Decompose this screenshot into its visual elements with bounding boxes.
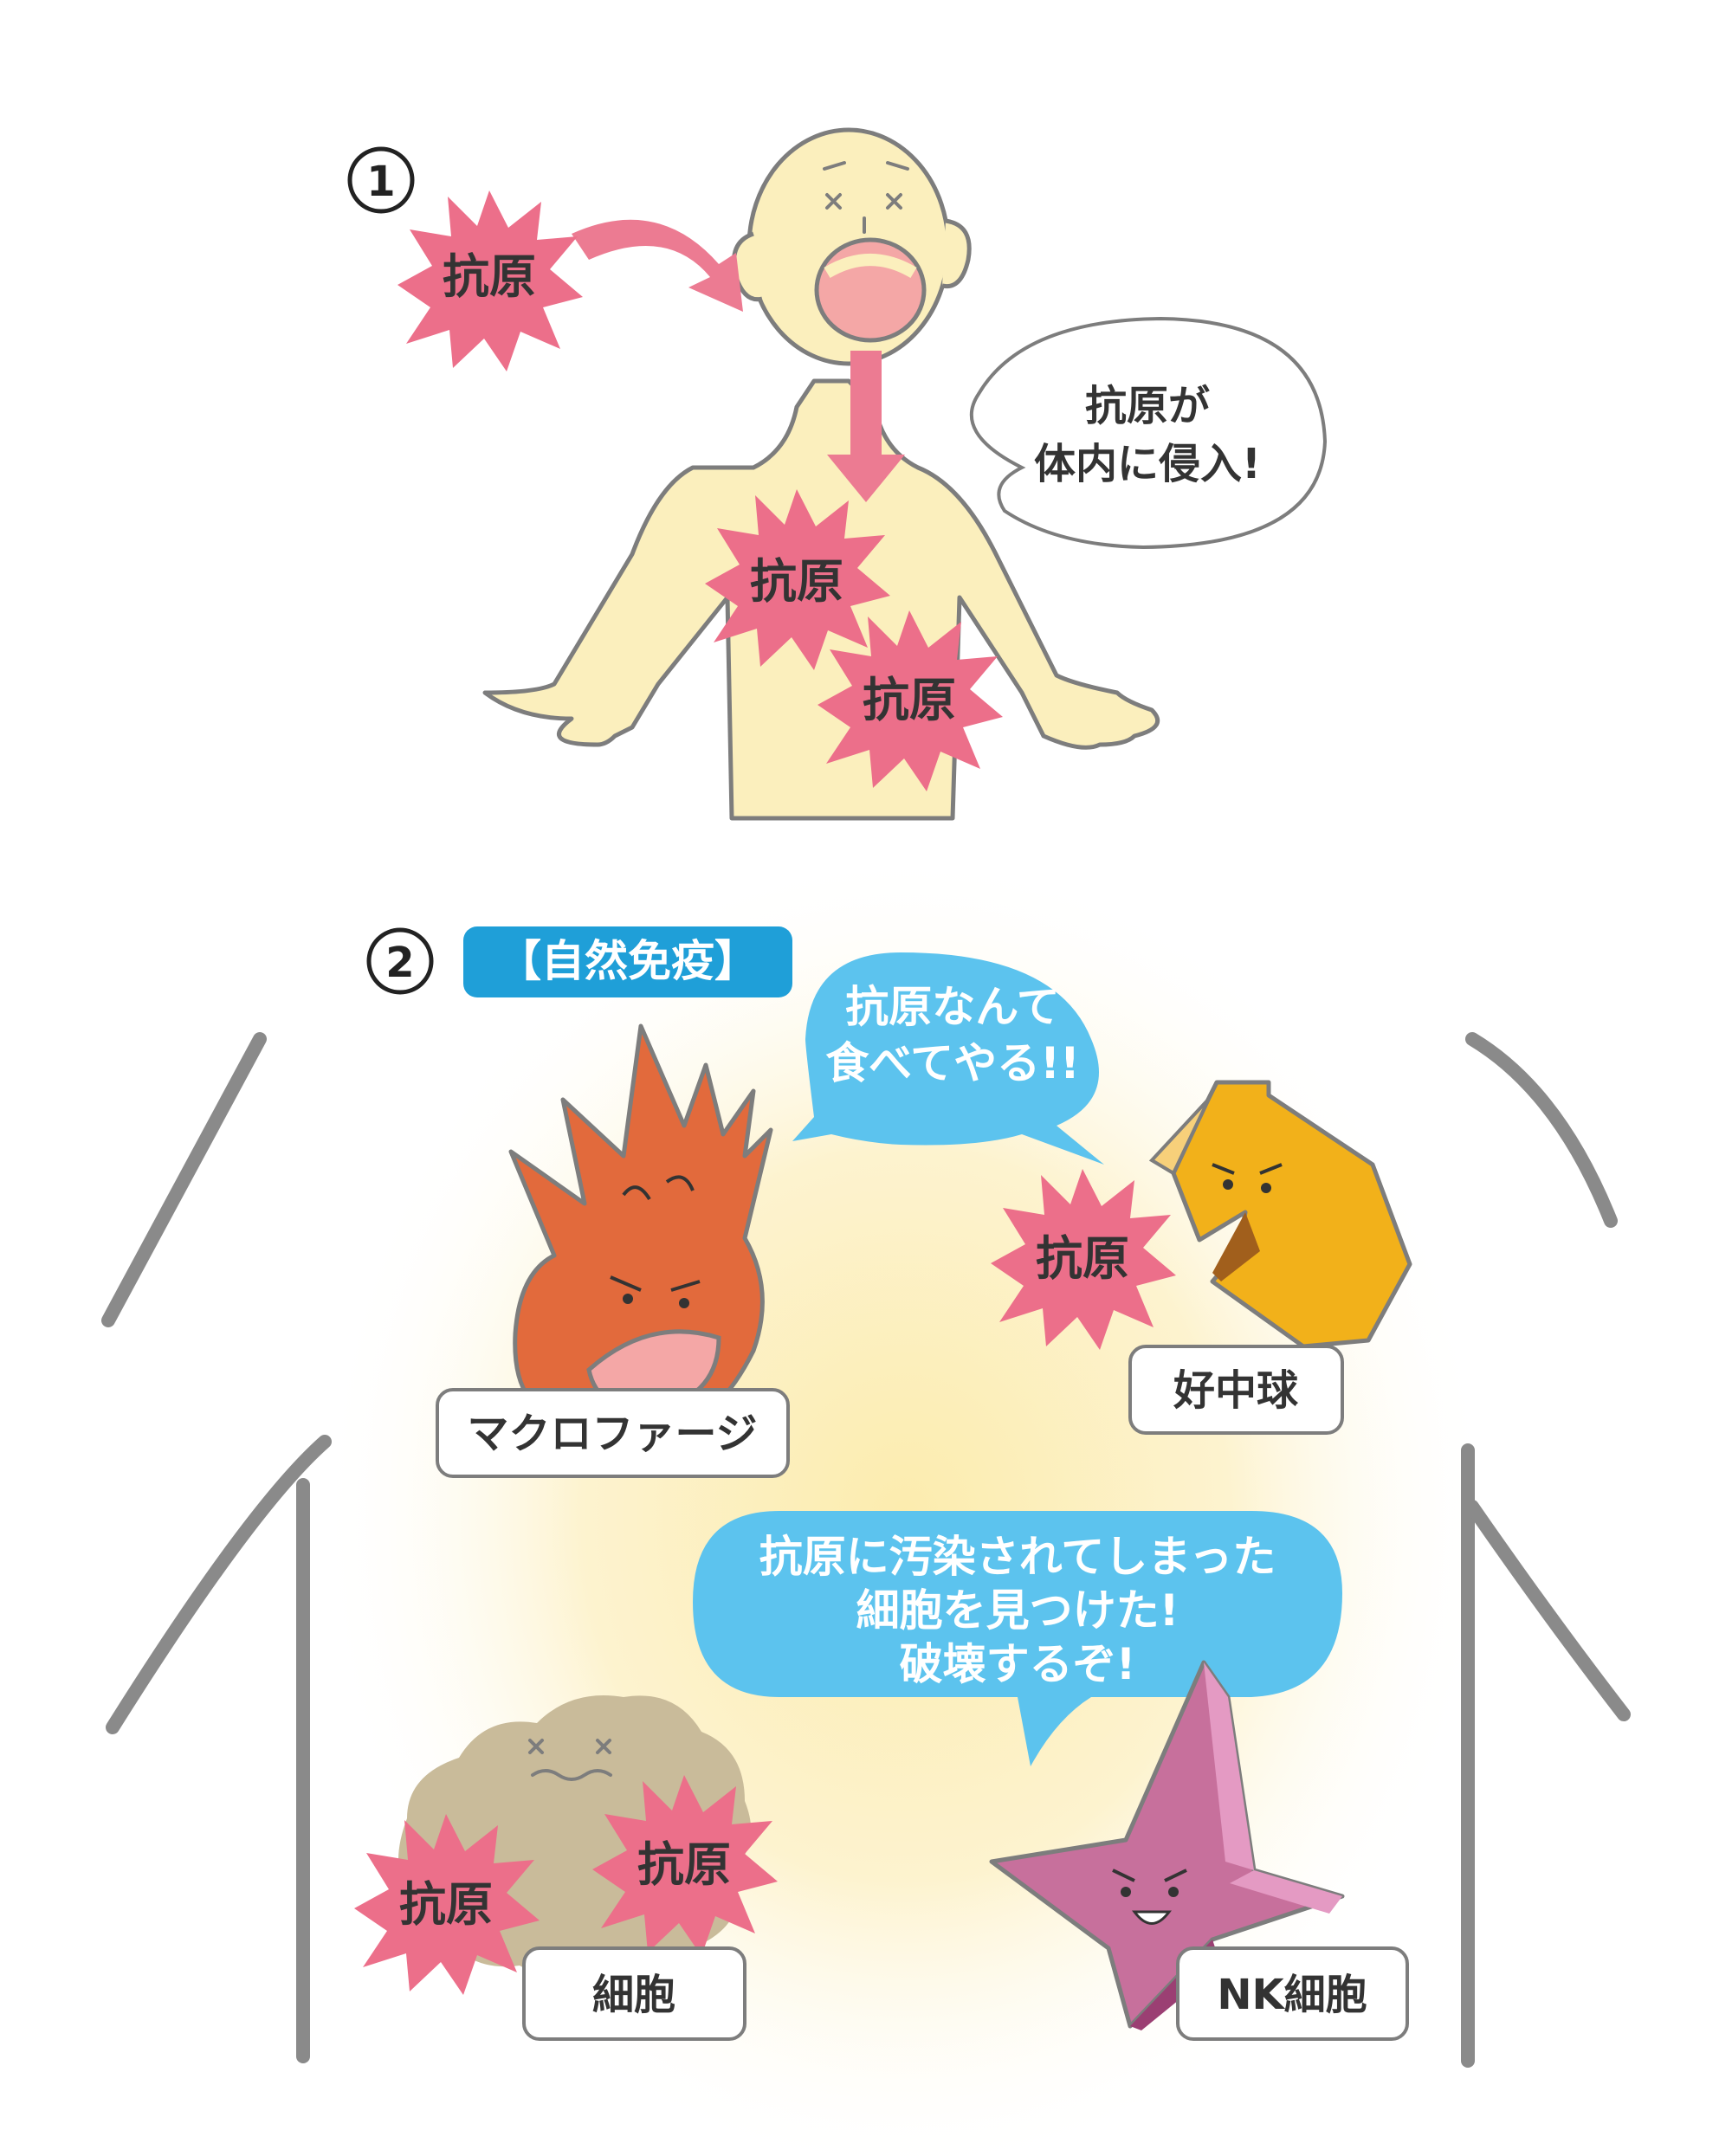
- svg-text:抗原: 抗原: [750, 554, 843, 609]
- svg-text:抗原: 抗原: [1036, 1231, 1129, 1286]
- innate-immunity-badge: 【自然免疫】: [463, 926, 792, 997]
- panel-1: 1: [347, 127, 1328, 821]
- svg-text:細胞を見つけた!: 細胞を見つけた!: [856, 1585, 1179, 1636]
- svg-text:細胞: 細胞: [592, 1971, 675, 2019]
- svg-text:NK細胞: NK細胞: [1217, 1971, 1367, 2019]
- svg-text:抗原: 抗原: [863, 673, 956, 727]
- macrophage-label: マクロファージ: [436, 1388, 790, 1478]
- svg-text:抗原: 抗原: [443, 249, 536, 304]
- antigen-burst: 抗原: [991, 1169, 1176, 1350]
- antigen-burst: 抗原: [397, 190, 583, 371]
- svg-text:2: 2: [385, 939, 414, 987]
- neutrophil: 抗原: [991, 1080, 1412, 1350]
- svg-text:破壊するぞ!: 破壊するぞ!: [900, 1639, 1136, 1689]
- svg-text:【自然免疫】: 【自然免疫】: [498, 936, 758, 986]
- speech-bubble-eat: 抗原なんて 食べてやる!!: [792, 952, 1104, 1165]
- svg-text:抗原: 抗原: [637, 1837, 731, 1892]
- panel-1-number: 1: [347, 146, 415, 214]
- panel-2: 2 【自然免疫】 抗原なんて 食べてやる!! マクロファージ: [101, 849, 1631, 2156]
- antigen-burst: 抗原: [592, 1775, 778, 1956]
- antigen-burst: 抗原: [354, 1814, 540, 1995]
- nk-cell-label: NK細胞: [1176, 1946, 1409, 2041]
- svg-text:食べてやる!!: 食べてやる!!: [825, 1038, 1080, 1088]
- neutrophil-label: 好中球: [1128, 1345, 1344, 1435]
- cell-label: 細胞: [522, 1946, 746, 2041]
- speech-bubble-invasion: 抗原が 体内に侵入!: [969, 316, 1328, 550]
- panel-2-number: 2: [366, 927, 434, 995]
- antigen-burst: 抗原: [818, 610, 1003, 791]
- speech-bubble-destroy: 抗原に汚染されてしまった 細胞を見つけた! 破壊するぞ!: [693, 1511, 1342, 1766]
- svg-text:抗原なんて: 抗原なんて: [845, 982, 1060, 1032]
- antigen-burst: 抗原: [705, 489, 890, 670]
- infected-cell: 抗原 抗原: [354, 1695, 778, 1995]
- svg-text:抗原が: 抗原が: [1085, 382, 1210, 430]
- svg-text:抗原: 抗原: [399, 1877, 493, 1932]
- svg-text:好中球: 好中球: [1173, 1366, 1299, 1415]
- svg-text:抗原に汚染されてしまった: 抗原に汚染されてしまった: [759, 1532, 1276, 1582]
- svg-text:マクロファージ: マクロファージ: [467, 1410, 757, 1458]
- entry-arrow: [572, 219, 743, 312]
- svg-text:1: 1: [366, 158, 395, 206]
- body-outline: [101, 1032, 1631, 2068]
- svg-text:体内に侵入!: 体内に侵入!: [1034, 440, 1261, 488]
